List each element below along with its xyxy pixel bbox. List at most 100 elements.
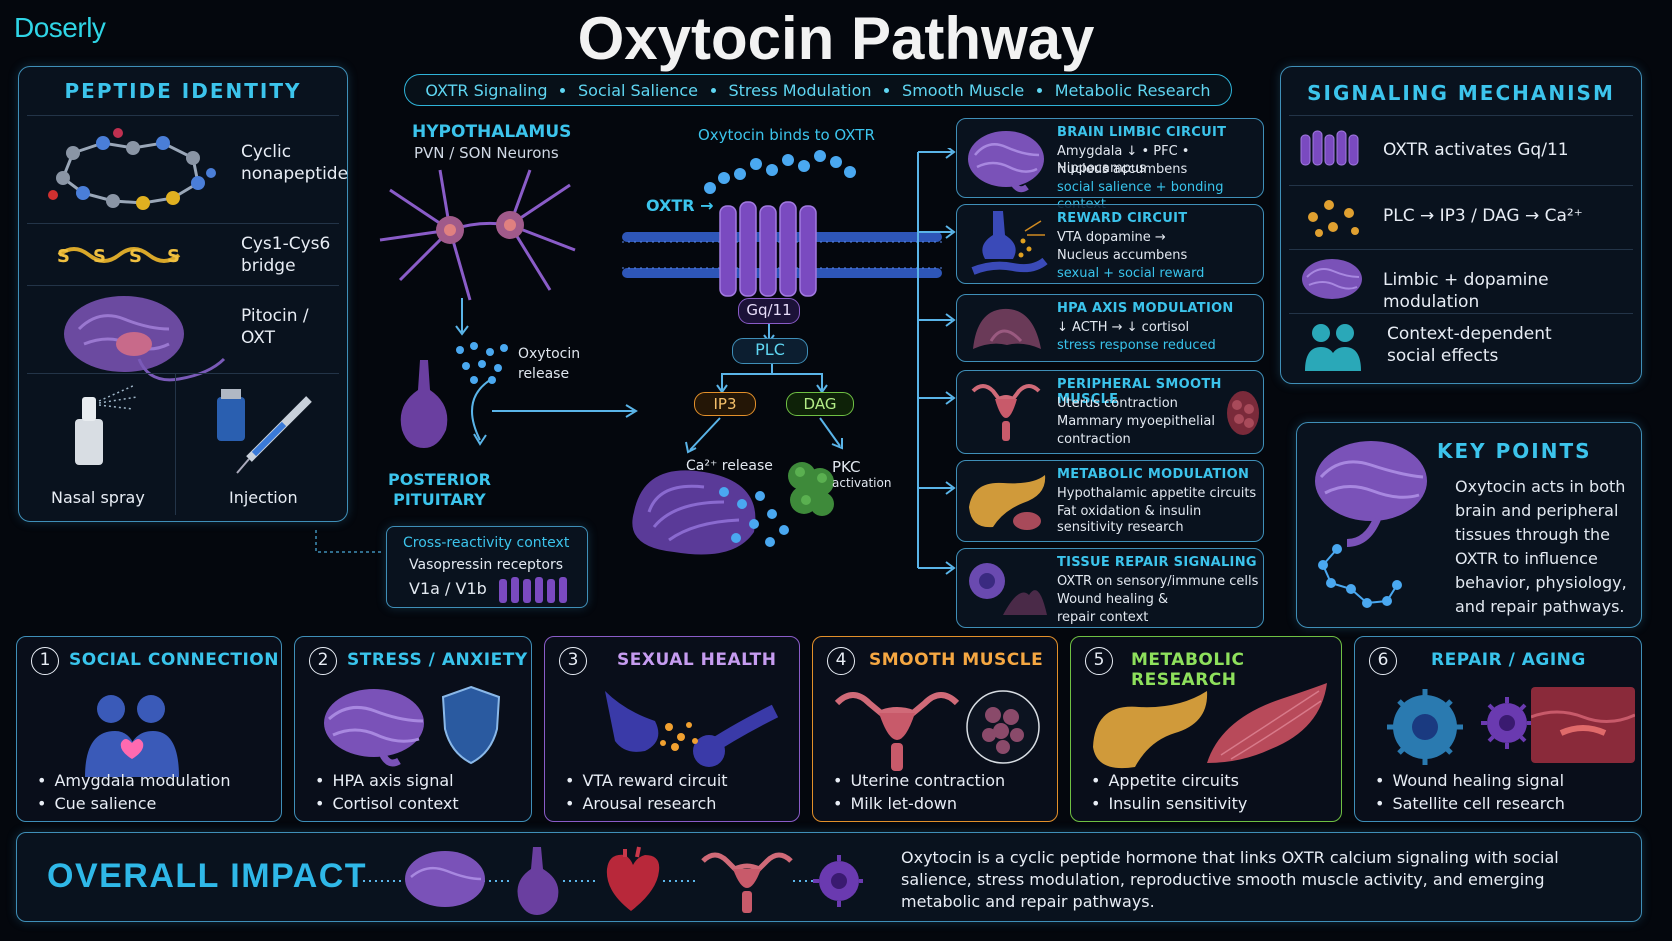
effect-hpa-axis: HPA AXIS MODULATION ↓ ACTH → ↓ cortisol … [956, 294, 1264, 362]
brain-icon [968, 131, 1044, 193]
effect-metabolic: METABOLIC MODULATION Hypothalamic appeti… [956, 460, 1264, 542]
shield-icon [441, 685, 501, 765]
effect-brain-limbic: BRAIN LIMBIC CIRCUIT Amygdala ↓ • PFC • … [956, 118, 1264, 212]
card-sexual-health: 3 SEXUAL HEALTH VTA reward circuit Arous… [544, 636, 800, 822]
uterus-icon [834, 692, 960, 771]
effect-title: BRAIN LIMBIC CIRCUIT [1057, 125, 1227, 140]
neuron-icon [379, 169, 576, 301]
card-title: REPAIR / AGING [1431, 650, 1586, 670]
effect-line: sensitivity research [1057, 520, 1184, 535]
nasal-spray-label: Nasal spray [51, 488, 145, 507]
arrows-to-effectors [685, 417, 843, 454]
oxtr-receptor-icon [719, 201, 817, 297]
label-line: OXT [241, 328, 276, 348]
brain-pituitary-icon [64, 296, 226, 382]
card-number: 4 [827, 647, 855, 675]
panel-title: PEPTIDE IDENTITY [64, 79, 302, 103]
mechanism-row-3: Limbic + dopamine modulation [1383, 270, 1549, 312]
plc-pill: PLC [732, 338, 808, 364]
card-bullet: Uterine contraction [833, 771, 1005, 790]
hypothalamus-title: HYPOTHALAMUS [412, 122, 572, 142]
key-point-line: and repair pathways. [1455, 597, 1625, 616]
oxytocin-release-label: Oxytocin release [518, 344, 580, 384]
gq-pill: Gq/11 [738, 298, 800, 324]
syringe-icon [217, 389, 312, 474]
effect-line: Fat oxidation & insulin [1057, 504, 1202, 519]
effect-title: REWARD CIRCUIT [1057, 211, 1188, 226]
label-line: PITUITARY [393, 490, 486, 509]
card-bullet: Wound healing signal [1375, 771, 1564, 790]
label-line: Oxytocin [518, 346, 581, 362]
brain-peptide-icon [1315, 441, 1427, 608]
cyclic-nonapeptide-label: Cyclic nonapeptide [241, 141, 348, 185]
synapse-icon [605, 691, 779, 767]
divider [1289, 249, 1633, 250]
skin-tissue-icon [1531, 687, 1635, 763]
key-points-panel: KEY POINTS Oxytocin acts in both brain a… [1296, 422, 1642, 628]
svg-text:S: S [129, 246, 142, 267]
effect-line: Mammary myoepithelial [1057, 414, 1215, 429]
er-organelle-icon [632, 470, 789, 555]
immune-cell-icon [1387, 689, 1463, 765]
card-title: SOCIAL CONNECTION [69, 650, 279, 670]
card-metabolic-research: 5 METABOLIC RESEARCH Appetite circuits I… [1070, 636, 1342, 822]
label-line: Pitocin / [241, 306, 309, 326]
molecule-icon [48, 128, 216, 210]
card-number: 3 [559, 647, 587, 675]
effect-line: Wound healing & [1057, 592, 1169, 607]
effect-line: VTA dopamine → [1057, 230, 1166, 245]
svg-text:S: S [93, 246, 106, 267]
impact-description: Oxytocin is a cyclic peptide hormone tha… [901, 847, 1559, 913]
effect-line: ↓ ACTH → ↓ cortisol [1057, 320, 1190, 335]
card-stress-anxiety: 2 STRESS / ANXIETY HPA axis signal Corti… [294, 636, 532, 822]
pancreas-icon [969, 475, 1046, 530]
key-point-line: Oxytocin acts in both [1455, 477, 1626, 496]
gq-text: Gq/11 [746, 301, 792, 319]
label-line: Cyclic [241, 142, 292, 162]
effect-line: repair context [1057, 610, 1149, 625]
panel-title: KEY POINTS [1437, 439, 1592, 463]
label-line: social effects [1387, 346, 1499, 366]
label-line: bridge [241, 256, 296, 276]
pkc-label: PKC activation [832, 458, 891, 490]
divider [27, 223, 339, 224]
oxtr-text: OXTR [646, 196, 695, 215]
brain-icon [324, 689, 424, 767]
cross-line2: V1a / V1b [409, 579, 487, 598]
key-point-line: behavior, physiology, [1455, 573, 1627, 592]
panel-title: SIGNALING MECHANISM [1307, 81, 1615, 105]
impact-line: salience, stress modulation, reproductiv… [901, 870, 1545, 889]
card-repair-aging: 6 REPAIR / AGING Wound healing signal Sa… [1354, 636, 1642, 822]
calcium-release-label: Ca²⁺ release [686, 458, 773, 474]
impact-line: metabolic and repair pathways. [901, 892, 1155, 911]
label-line: nonapeptide [241, 164, 349, 184]
card-title: STRESS / ANXIETY [347, 650, 528, 670]
adrenal-icon [973, 308, 1041, 349]
effect-highlight: sexual + social reward [1057, 266, 1205, 281]
muscle-icon [1207, 683, 1327, 763]
stem-cell-icon [1481, 697, 1533, 749]
receptor-icon [1300, 130, 1359, 166]
effect-title: TISSUE REPAIR SIGNALING [1057, 555, 1257, 570]
label-line: activation [832, 476, 892, 490]
card-social-connection: 1 SOCIAL CONNECTION Amygdala modulation … [16, 636, 282, 822]
effect-line: Amygdala ↓ • PFC • Hippocampus [1057, 144, 1190, 176]
card-bullet: Cortisol context [315, 794, 458, 813]
injection-label: Injection [229, 488, 298, 507]
card-number: 2 [309, 647, 337, 675]
topic-stress-modulation: Stress Modulation [728, 80, 872, 100]
effect-reward-circuit: REWARD CIRCUIT VTA dopamine → Nucleus ac… [956, 204, 1264, 284]
pkc-protein-icon [788, 462, 834, 516]
label-line: Cys1-Cys6 [241, 234, 331, 254]
bullet-dot [884, 87, 890, 93]
ip3-text: IP3 [713, 395, 737, 413]
branch-arrows-icon [716, 364, 828, 394]
card-bullet: Arousal research [565, 794, 716, 813]
curved-arrow-icon [471, 380, 491, 446]
signaling-mechanism-panel: SIGNALING MECHANISM OXTR activates Gq/11… [1280, 66, 1642, 384]
impact-icons [363, 846, 863, 915]
card-bullet: HPA axis signal [315, 771, 453, 790]
ip3-pill: IP3 [694, 392, 756, 416]
impact-title: OVERALL IMPACT [47, 857, 368, 895]
divider [27, 115, 339, 116]
